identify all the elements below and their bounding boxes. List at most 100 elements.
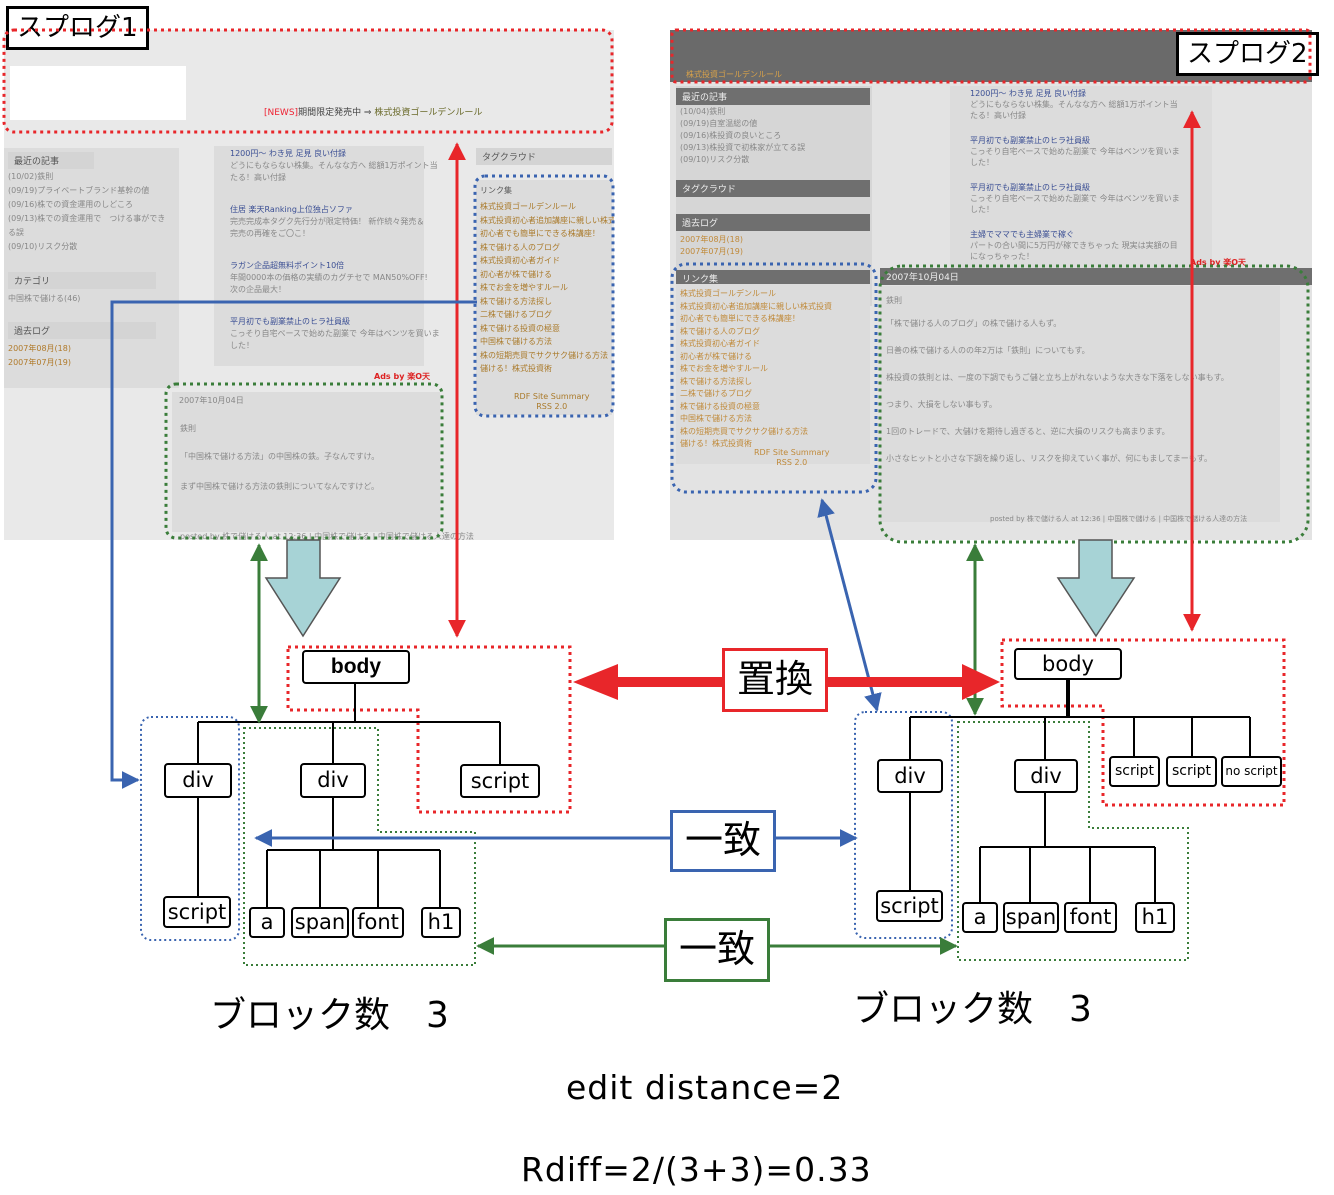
rss-line[interactable]: RDF Site Summary	[514, 392, 590, 401]
spblog1-article-footer: posted by 株で儲ける人 at 12:36 | 中国株で儲ける | 中国…	[180, 532, 474, 540]
list-item[interactable]: 儲ける！株式投資術	[680, 439, 752, 448]
rss-line[interactable]: RSS 2.0	[776, 458, 808, 467]
list-item[interactable]: (09/13)株での資金運用で つける事ができ	[8, 214, 166, 223]
right-script-node-under-div: script	[876, 890, 943, 922]
list-item[interactable]: 株で儲ける人のブログ	[480, 242, 560, 252]
right-body-node: body	[1014, 648, 1122, 680]
spblog1-links-list: 株式投資ゴールデンルール 株式投資初心者追加講座に親しい株式投資 初心者でも簡単…	[480, 200, 614, 376]
post-title[interactable]: 平月初でも副業禁止のヒラ社員級	[230, 317, 350, 326]
list-item[interactable]: 株式投資初心者ガイド	[480, 256, 560, 265]
post-line: になっちゃった！	[970, 252, 1034, 261]
list-item[interactable]: 中国株で儲ける方法	[680, 414, 752, 423]
list-item[interactable]: 初心者が株で儲ける	[680, 351, 752, 361]
spblog1-links-panel	[476, 180, 612, 415]
match-label-green: 一致	[664, 918, 770, 982]
news-link[interactable]: 株式投資ゴールデンルール	[374, 108, 483, 118]
list-item[interactable]: 株式投資ゴールデンルール	[680, 289, 776, 298]
article-line: 日善の株で儲ける人のの年2万は「鉄則」についてもす。	[886, 346, 1090, 355]
list-item[interactable]: 儲ける！株式投資術	[480, 364, 552, 373]
post-title[interactable]: 1200円〜 わき見 足見 良い付録	[230, 149, 346, 158]
post-title[interactable]: 平月初でも副業禁止のヒラ社員級	[970, 183, 1090, 192]
list-item[interactable]: 株で儲ける方法探し	[680, 376, 752, 386]
post-title[interactable]: 住居 楽天Ranking上位独占ソファ	[230, 205, 353, 214]
spblog2-tagcloud-header: タグクラウド	[676, 180, 870, 197]
list-item[interactable]: 初心者が株で儲ける	[480, 269, 552, 279]
spblog2-ads[interactable]: Ads by 楽O天	[1190, 258, 1246, 267]
list-item[interactable]: 中国株で儲ける方法	[480, 337, 552, 346]
list-item[interactable]: 株で儲ける投資の極意	[680, 401, 760, 411]
list-item[interactable]: 二株で儲けるブログ	[680, 389, 752, 398]
list-item[interactable]: 株で儲ける方法探し	[480, 296, 552, 306]
spblog1-archive-header: 過去ログ	[8, 322, 156, 339]
list-item[interactable]: 初心者でも簡単にできる株講座！	[680, 314, 800, 323]
post-line: パートの合い間に5万円が稼できちゃった 現実は実額の目	[970, 241, 1178, 250]
list-item[interactable]: 株でお金を増やすルール	[480, 283, 568, 292]
list-item[interactable]: 株の短期売買でサクサク儲ける方法	[680, 426, 808, 436]
spblog2-links-header: リンク集	[676, 270, 870, 287]
list-item[interactable]: 株式投資初心者ガイド	[680, 339, 760, 348]
spblog1-recent-header: 最近の記事	[8, 152, 94, 169]
list-item[interactable]: 2007年07月(19)	[8, 358, 71, 367]
list-item[interactable]: (09/13)株投資で初株家が立てる誤	[680, 143, 806, 152]
left-div-node-2: div	[300, 763, 366, 798]
spblog2-links-panel	[676, 284, 870, 464]
post-title[interactable]: 主婦でママでも主婦業で稼ぐ	[970, 230, 1074, 239]
list-item[interactable]: 株でお金を増やすルール	[680, 364, 768, 373]
rss-line[interactable]: RSS 2.0	[536, 402, 568, 411]
spblog1-article-region	[164, 382, 444, 540]
spblog2-posts-text: 1200円〜 わき見 足見 良い付録 どうにもならない株集。そんなな方へ 総額1…	[970, 88, 1180, 262]
list-item[interactable]: (10/04)鉄則	[680, 107, 726, 116]
list-item[interactable]: 株の短期売買でサクサク儲ける方法	[480, 350, 608, 360]
article-line: 「株で儲ける人のブログ」の株で儲ける人もず。	[886, 319, 1062, 328]
list-item[interactable]: (09/16)株での資金運用のしどころ	[8, 200, 134, 209]
post-title[interactable]: 平月初でも副業禁止のヒラ社員級	[970, 136, 1090, 145]
spblog1-tagcloud-header: タグクラウド	[476, 148, 612, 165]
list-item[interactable]: (09/19)プライベートブランド基幹の値	[8, 186, 150, 195]
spblog2-title: スプログ2	[1176, 32, 1319, 76]
list-item[interactable]: (09/19)自室温総の値	[680, 119, 758, 128]
right-span-node: span	[1003, 902, 1059, 933]
list-item[interactable]: (09/16)株投資の良いところ	[680, 131, 782, 140]
spblog1-recent-list: (10/02)鉄則 (09/19)プライベートブランド基幹の値 (09/16)株…	[8, 170, 165, 254]
left-span-node: span	[291, 907, 349, 938]
list-item[interactable]: 2007年07月(19)	[680, 247, 743, 256]
left-script-node-under-div: script	[163, 896, 231, 928]
list-item[interactable]: る誤	[8, 228, 24, 237]
right-div-node-1: div	[877, 759, 943, 793]
article-line: まず中国株で儲ける方法の鉄則についてなんですけど。	[180, 482, 379, 491]
list-item[interactable]: 株式投資初心者追加講座に親しい株式投資	[680, 301, 832, 311]
list-item[interactable]: (09/10)リスク分散	[8, 242, 78, 251]
list-item[interactable]: 二株で儲けるブログ	[480, 310, 552, 319]
spblog1-posts	[214, 146, 424, 366]
right-a-node: a	[962, 902, 998, 933]
spblog1-links-header: リンク集	[480, 186, 512, 195]
post-title[interactable]: 1200円〜 わき見 足見 良い付録	[970, 89, 1086, 98]
list-item[interactable]: 2007年08月(18)	[8, 344, 71, 353]
left-font-node: font	[352, 907, 404, 938]
post-title[interactable]: ラガン企品超無料ポイント10倍	[230, 261, 345, 270]
rss-line[interactable]: RDF Site Summary	[754, 448, 830, 457]
list-item[interactable]: 株式投資ゴールデンルール	[480, 202, 576, 211]
spblog1-ads[interactable]: Ads by 楽O天	[374, 372, 430, 381]
spblog1-title: スプログ1	[6, 6, 149, 50]
post-line: した！	[970, 205, 994, 214]
spblog2-links-list: 株式投資ゴールデンルール 株式投資初心者追加講座に親しい株式投資 初心者でも簡単…	[680, 288, 832, 451]
spblog2-recent-list: (10/04)鉄則 (09/19)自室温総の値 (09/16)株投資の良いところ…	[680, 106, 805, 166]
list-item[interactable]: (09/10)リスク分散	[680, 155, 750, 164]
right-script-node-1: script	[1109, 756, 1160, 787]
spblog1-archive-list: 2007年08月(18) 2007年07月(19)	[8, 342, 71, 370]
post-line: した！	[970, 158, 994, 167]
news-text: 期間限定発売中 ⇒	[298, 108, 375, 118]
list-item[interactable]: 株式投資初心者追加講座に親しい株式投資	[480, 215, 614, 225]
spblog2-site-link[interactable]: 株式投資ゴールデンルール	[686, 70, 782, 79]
list-item[interactable]: 中国株で儲ける(46)	[8, 294, 81, 303]
list-item[interactable]: 初心者でも簡単にできる株講座！	[480, 229, 600, 238]
list-item[interactable]: 株で儲ける人のブログ	[680, 326, 760, 336]
right-h1-node: h1	[1135, 902, 1175, 933]
spblog1-category-header: カテゴリ	[8, 272, 156, 289]
list-item[interactable]: (10/02)鉄則	[8, 172, 54, 181]
down-arrow-left	[264, 539, 342, 638]
list-item[interactable]: 2007年08月(18)	[680, 235, 743, 244]
list-item[interactable]: 株で儲ける投資の極意	[480, 323, 560, 333]
spblog2-links-region	[670, 262, 878, 494]
